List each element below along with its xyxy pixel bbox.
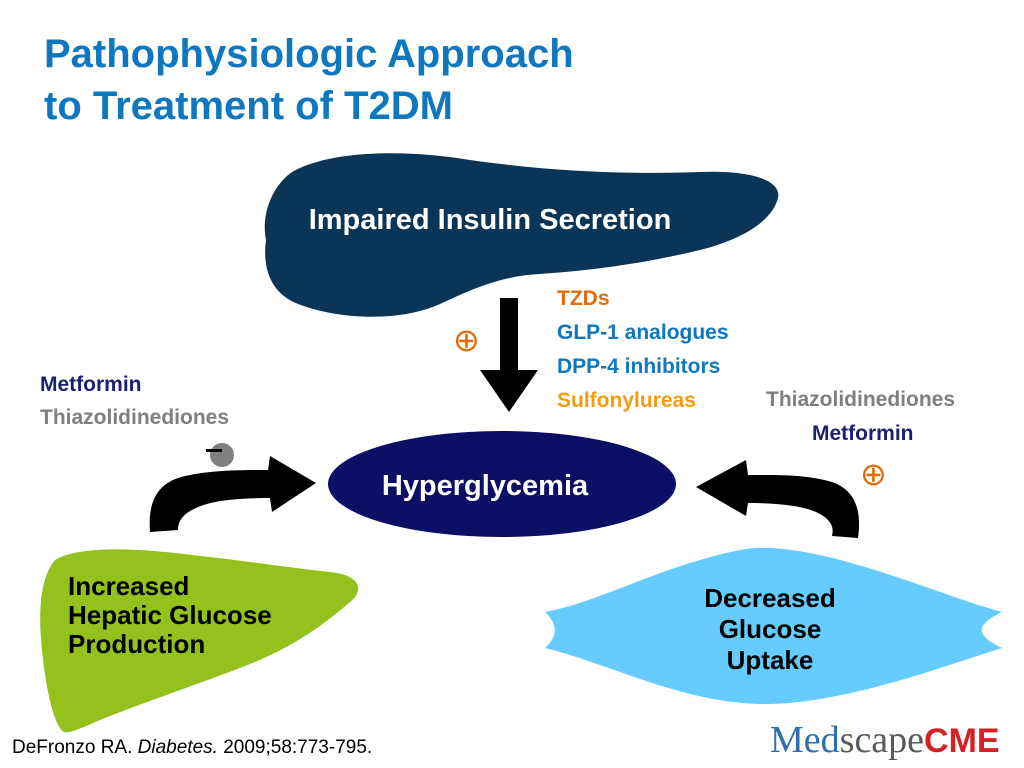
muscle-shape	[545, 547, 1002, 705]
medscape-cme-logo: MedscapeCME	[770, 718, 1000, 763]
title-line-2: to Treatment of T2DM	[44, 84, 453, 128]
pancreas-label: Impaired Insulin Secretion	[308, 204, 672, 236]
left-curved-arrow	[149, 456, 316, 532]
citation: DeFronzo RA. Diabetes. 2009;58:773-795.	[12, 737, 372, 759]
minus-bar	[206, 449, 222, 452]
muscle-label: Decreased Glucose Uptake	[660, 583, 880, 676]
logo-cme: CME	[924, 722, 1000, 760]
liver-label: Increased Hepatic Glucose Production	[68, 572, 272, 659]
citation-authors: DeFronzo RA.	[12, 737, 133, 758]
plus-circle-icon: ⊕	[860, 456, 887, 492]
hyperglycemia-ellipse	[328, 431, 676, 537]
drug-left-metformin: Metformin	[40, 373, 142, 396]
pancreas-shape	[264, 153, 779, 317]
liver-label-line-1: Increased	[68, 571, 190, 601]
slide-title: Pathophysiologic Approach to Treatment o…	[44, 28, 684, 132]
citation-details: 2009;58:773-795.	[223, 737, 373, 758]
right-curved-arrow	[696, 460, 860, 538]
drug-glp1-analogues: GLP-1 analogues	[557, 321, 729, 344]
drug-right-thiazolidinediones: Thiazolidinediones	[766, 388, 956, 411]
muscle-label-line-1: Decreased	[704, 583, 836, 613]
plus-circle-icon: ⊕	[453, 322, 480, 358]
muscle-label-line-2: Glucose	[718, 614, 822, 644]
muscle-label-line-3: Uptake	[726, 645, 814, 675]
logo-med: Med	[770, 719, 840, 761]
liver-label-line-2: Hepatic Glucose	[68, 600, 272, 630]
drug-left-thiazolidinediones: Thiazolidinediones	[40, 406, 230, 429]
drug-tzds: TZDs	[557, 287, 610, 310]
citation-journal: Diabetes.	[137, 737, 218, 758]
minus-circle-icon	[210, 443, 234, 467]
logo-scape: scape	[839, 719, 925, 761]
title-line-1: Pathophysiologic Approach	[44, 32, 574, 76]
drug-right-metformin: Metformin	[812, 422, 914, 445]
liver-shape	[40, 549, 359, 733]
liver-label-line-3: Production	[68, 629, 206, 659]
hyperglycemia-label: Hyperglycemia	[381, 470, 589, 502]
down-arrow	[480, 298, 538, 412]
drug-dpp4-inhibitors: DPP-4 inhibitors	[557, 355, 721, 378]
drug-sulfonylureas: Sulfonylureas	[557, 389, 696, 412]
